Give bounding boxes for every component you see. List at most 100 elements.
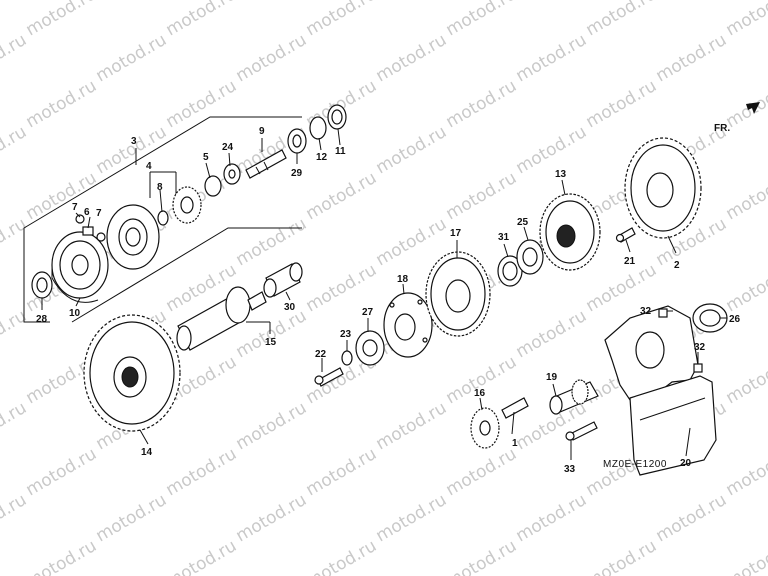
callout-9: 9	[259, 126, 265, 137]
watermark-text: motod.ru	[93, 30, 171, 86]
watermark-text: motod.ru	[443, 352, 521, 408]
watermark-text: motod.ru	[0, 490, 30, 546]
callout-21: 21	[624, 256, 636, 267]
watermark-text: motod.ru	[233, 214, 311, 270]
pin-1	[501, 397, 529, 419]
watermark-text: motod.ru	[0, 30, 30, 86]
washer-23	[341, 350, 353, 366]
bearing-29	[287, 128, 307, 154]
callout-11: 11	[335, 146, 346, 157]
watermark-text: motod.ru	[373, 122, 451, 178]
callout-25: 25	[517, 217, 529, 228]
watermark-text: motod.ru	[723, 444, 768, 500]
watermark-text: motod.ru	[163, 444, 241, 500]
watermark-text: motod.ru	[23, 444, 101, 500]
callout-30: 30	[284, 302, 296, 313]
callout-22: 22	[315, 349, 327, 360]
bearing-28	[31, 271, 53, 299]
plunger-7	[75, 214, 106, 242]
callout-17: 17	[450, 228, 462, 239]
watermark-text: motod.ru	[163, 536, 241, 576]
gear-16	[470, 407, 500, 449]
bolt-21	[615, 227, 636, 243]
bearing-27	[355, 330, 385, 366]
watermark-text: motod.ru	[163, 0, 241, 40]
washer-24	[204, 163, 241, 197]
callout-29: 29	[291, 168, 303, 179]
watermark-text: motod.ru	[303, 168, 381, 224]
watermark-text: motod.ru	[373, 398, 451, 454]
watermark-text: motod.ru	[513, 30, 591, 86]
callout-15: 15	[265, 337, 277, 348]
callout-31: 31	[498, 232, 510, 243]
callout-5: 5	[203, 152, 209, 163]
callout-23: 23	[340, 329, 352, 340]
gear-5	[172, 186, 202, 224]
callout-20: 20	[680, 458, 692, 469]
needle-bearing-31	[497, 255, 523, 287]
watermark-text: motod.ru	[723, 0, 768, 40]
gear-2	[624, 137, 702, 239]
watermark-text: motod.ru	[0, 214, 30, 270]
watermark-text: motod.ru	[303, 0, 381, 40]
starter-clutch-outer-10	[51, 231, 109, 303]
watermark-text: motod.ru	[653, 490, 731, 546]
watermark-text: motod.ru	[373, 30, 451, 86]
watermark-text: motod.ru	[303, 444, 381, 500]
callout-24: 24	[222, 142, 234, 153]
watermark-text: motod.ru	[723, 536, 768, 576]
callout-28: 28	[36, 314, 48, 325]
callout-7a: 7	[72, 202, 78, 213]
bolt-33	[565, 421, 598, 441]
gear-17	[425, 251, 491, 337]
callout-19: 19	[546, 372, 558, 383]
watermark-text: motod.ru	[443, 536, 521, 576]
callout-8: 8	[157, 182, 163, 193]
callout-32a: 32	[640, 306, 652, 317]
watermark-text: motod.ru	[233, 490, 311, 546]
callout-13: 13	[555, 169, 567, 180]
spring-6	[82, 226, 94, 236]
shaft-15	[176, 286, 267, 351]
callout-18: 18	[397, 274, 409, 285]
watermark-text: motod.ru	[373, 490, 451, 546]
snap-ring-8	[157, 210, 169, 226]
watermark-text: motod.ru	[0, 122, 30, 178]
nut-11	[327, 104, 347, 130]
gear-14	[83, 314, 181, 432]
watermark-text: motod.ru	[233, 30, 311, 86]
callout-16: 16	[474, 388, 486, 399]
bolt-22	[314, 367, 344, 387]
washer-12	[309, 116, 327, 140]
callout-labels: 1 2 3 4 5 6 7 7 8 9 10 11 12 13 14 15 16…	[36, 126, 741, 475]
front-direction-arrow	[732, 102, 760, 118]
watermark-text: motod.ru	[443, 444, 521, 500]
bushing-30	[263, 262, 303, 298]
callout-10: 10	[69, 308, 81, 319]
watermark-text: motod.ru	[443, 168, 521, 224]
callout-6: 6	[84, 207, 90, 218]
callout-33: 33	[564, 464, 576, 475]
watermark-text: motod.ru	[443, 0, 521, 40]
watermark-text: motod.ru	[163, 76, 241, 132]
watermark-text: motod.ru	[233, 398, 311, 454]
callout-4: 4	[146, 161, 152, 172]
watermark-text: motod.ru	[513, 490, 591, 546]
one-way-clutch-4	[106, 204, 160, 270]
watermark-text: motod.ru	[723, 260, 768, 316]
callout-7b: 7	[96, 208, 102, 219]
diagram-code: MZ0E-E1200	[603, 459, 667, 470]
callout-1: 1	[512, 438, 518, 449]
watermark-text: motod.ru	[303, 536, 381, 576]
gear-13	[539, 193, 601, 271]
watermark-text: motod.ru	[93, 490, 171, 546]
callout-14: 14	[141, 447, 153, 458]
watermark-text: motod.ru	[513, 306, 591, 362]
watermark-text: motod.ru	[583, 76, 661, 132]
callout-12: 12	[316, 152, 328, 163]
watermark-text: motod.ru	[0, 306, 30, 362]
watermark-text: motod.ru	[583, 536, 661, 576]
callout-26: 26	[729, 314, 741, 325]
assembly-bracket	[23, 116, 302, 323]
